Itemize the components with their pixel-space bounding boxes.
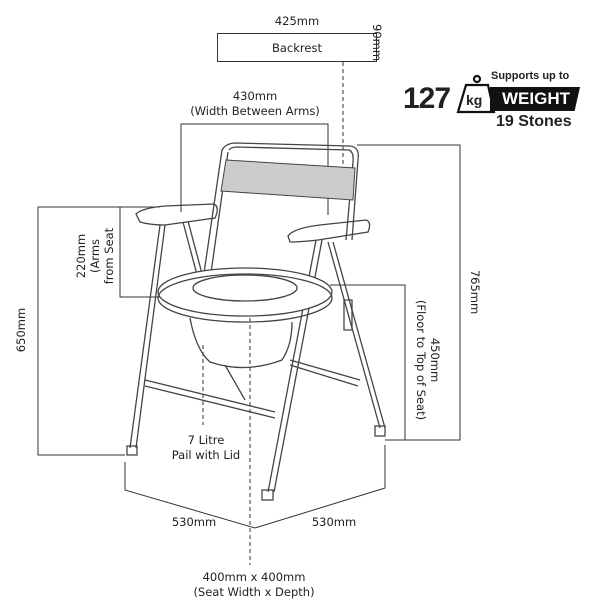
badge-bar (490, 87, 580, 111)
base-left-label: 530mm (171, 515, 217, 529)
arm-width-desc: (Width Between Arms) (190, 104, 320, 118)
pail-line-1: 7 Litre (187, 433, 225, 447)
badge-number: 127 (403, 82, 451, 115)
seat-size-desc: (Seat Width x Depth) (193, 585, 315, 599)
dimension-lines (37, 62, 461, 565)
seat-height-label: 450mm (428, 337, 442, 383)
badge-weight-text: WEIGHT (502, 89, 570, 108)
arm-width-label: 430mm (232, 89, 278, 103)
arm-height-desc-1: (Arms (88, 238, 102, 274)
badge-unit: kg (466, 92, 483, 108)
seat-height-annotation: 450mm (Floor to Top of Seat) (414, 290, 442, 430)
backrest-width-label: 425mm (274, 14, 320, 28)
backrest-box: Backrest (217, 33, 377, 62)
commode-chair-illustration (126, 142, 386, 501)
arm-height-label: 220mm (74, 233, 88, 279)
weight-icon (456, 74, 496, 114)
arm-height-desc-2: from Seat (102, 227, 116, 285)
height-765-label: 765mm (468, 269, 482, 315)
badge-top-text: Supports up to (491, 70, 570, 82)
backrest-height-label: 90mm (370, 24, 384, 62)
base-right-label: 530mm (311, 515, 357, 529)
arm-height-annotation: 220mm (Arms from Seat (74, 225, 116, 287)
pail-line-2: Pail with Lid (171, 448, 241, 462)
backrest-label: Backrest (272, 40, 322, 55)
seat-size-label: 400mm x 400mm (202, 570, 306, 584)
height-650-label: 650mm (14, 307, 28, 353)
seat-height-desc: (Floor to Top of Seat) (414, 299, 428, 421)
badge-stones: 19 Stones (496, 113, 572, 130)
